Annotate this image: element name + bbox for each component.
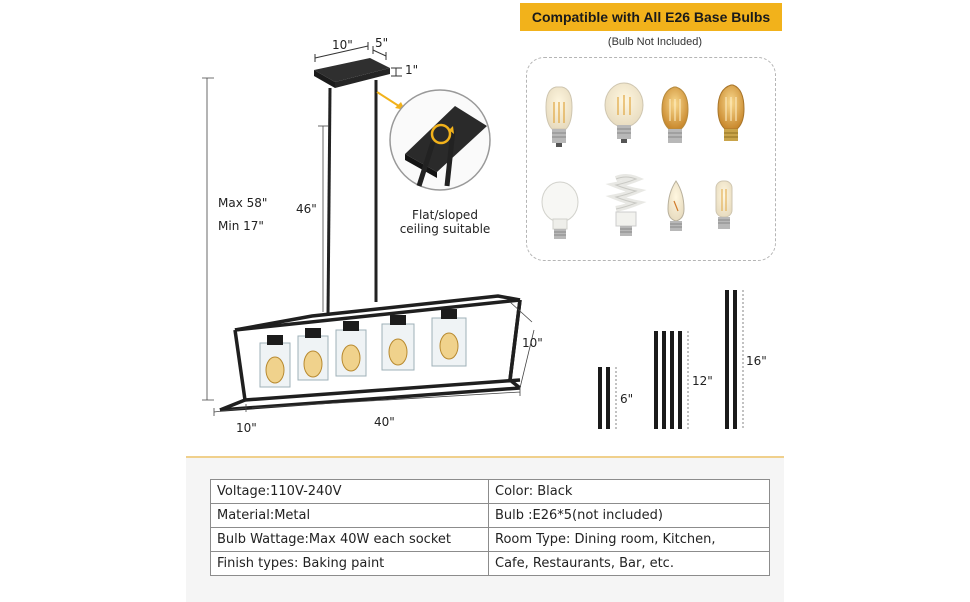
banner-text: Compatible with All E26 Base Bulbs: [531, 9, 771, 25]
canopy-icon: [314, 58, 390, 88]
canopy-width-label: 5": [375, 36, 389, 50]
canopy-length-label: 10": [332, 38, 353, 52]
canopy-dimension-lines: [314, 42, 402, 77]
rod-12-c: [670, 331, 674, 429]
spec-cell: Room Type: Dining room, Kitchen,: [488, 527, 770, 552]
rod-12-label: 12": [692, 374, 713, 388]
rod-12-b: [662, 331, 666, 429]
specs-table: Voltage:110V-240V Color: Black Material:…: [210, 479, 770, 576]
st64-filament-bulb-icon: [545, 86, 573, 147]
ceiling-note: Flat/sloped ceiling suitable: [395, 208, 495, 236]
rod-16-label: 16": [746, 354, 767, 368]
rod-16-b: [733, 290, 737, 429]
spec-cell: Finish types: Baking paint: [210, 551, 489, 576]
rod-12-d: [678, 331, 682, 429]
min-height-label: Min 17": [218, 219, 264, 233]
st-amber-bulb-icon: [717, 84, 745, 141]
frame-width-label: 10": [236, 421, 257, 435]
table-row: Bulb Wattage:Max 40W each socket Room Ty…: [210, 527, 770, 552]
rod-6-label: 6": [620, 392, 634, 406]
ceiling-note-line-1: Flat/sloped: [412, 208, 478, 222]
rod-6-b: [606, 367, 610, 429]
rod-length-label: 46": [296, 202, 317, 216]
frame-length-label: 40": [374, 415, 395, 429]
ceiling-note-line-2: ceiling suitable: [399, 222, 491, 236]
ceiling-detail-callout: [376, 89, 491, 191]
g-edison-bulb-icon: [661, 86, 689, 143]
bulb-options-box: [526, 57, 776, 261]
canopy-height-label: 1": [405, 63, 419, 77]
rod-16-a: [725, 290, 729, 429]
table-row: Voltage:110V-240V Color: Black: [210, 479, 770, 504]
a19-led-bulb-icon: [541, 181, 579, 239]
flame-tip-bulb-icon: [667, 180, 685, 231]
chandelier-illustration: [202, 42, 535, 416]
extension-rods: [598, 290, 744, 429]
height-dimension-line: [202, 77, 214, 401]
spec-cell: Voltage:110V-240V: [210, 479, 489, 504]
spec-cell: Color: Black: [488, 479, 770, 504]
rectangular-frame: [219, 294, 522, 412]
frame-dimension-lines: [213, 301, 535, 416]
bulb-illustrations: [541, 82, 745, 239]
frame-height-label: 10": [522, 336, 543, 350]
bulb-note: (Bulb Not Included): [607, 36, 703, 48]
shade-bulbs: [259, 309, 467, 388]
spec-cell: Cafe, Restaurants, Bar, etc.: [488, 551, 770, 576]
rod-6-a: [598, 367, 602, 429]
tubular-bulb-icon: [715, 180, 733, 229]
spiral-cfl-bulb-icon: [605, 174, 647, 236]
spec-cell: Bulb :E26*5(not included): [488, 503, 770, 528]
rod-dimension-line: [318, 125, 328, 312]
table-row: Material:Metal Bulb :E26*5(not included): [210, 503, 770, 528]
max-height-label: Max 58": [218, 196, 268, 210]
rod-12-a: [654, 331, 658, 429]
compatibility-banner: Compatible with All E26 Base Bulbs: [520, 3, 782, 31]
spec-cell: Material:Metal: [210, 503, 489, 528]
table-row: Finish types: Baking paint Cafe, Restaur…: [210, 551, 770, 576]
hanging-rod-left: [326, 87, 332, 317]
a19-filament-bulb-icon: [604, 82, 644, 143]
spec-cell: Bulb Wattage:Max 40W each socket: [210, 527, 489, 552]
